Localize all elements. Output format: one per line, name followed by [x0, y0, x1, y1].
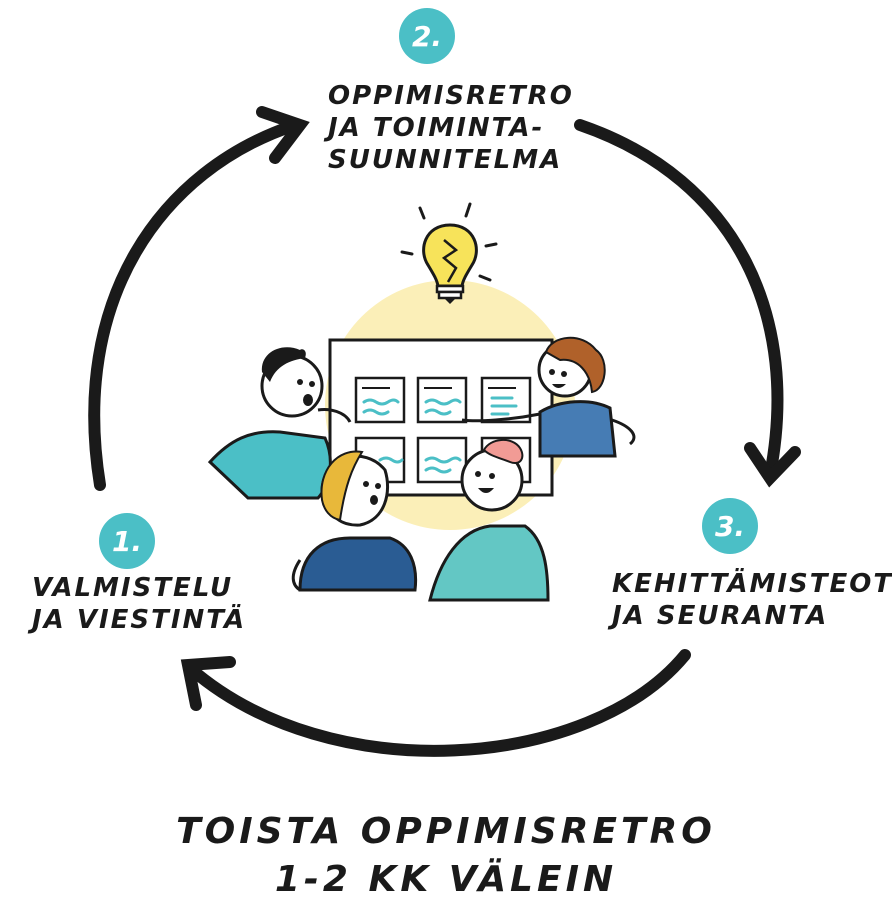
step-1-number: 1. — [111, 524, 143, 558]
step-3-badge: 3. — [702, 498, 758, 554]
step-1-label: VALMISTELU JA VIESTINTÄ — [32, 572, 246, 636]
cycle-arrow-icon — [88, 106, 801, 757]
arrowhead-3 — [744, 442, 801, 488]
step-2-number: 2. — [411, 19, 443, 53]
step-2-line-3: SUUNNITELMA — [328, 145, 563, 175]
step-2-badge: 2. — [399, 8, 455, 64]
step-3-number: 3. — [714, 509, 746, 543]
step-2-line-2: JA TOIMINTA- — [328, 113, 545, 143]
repeat-note-line-1: TOISTA OPPIMISRETRO — [176, 811, 716, 852]
step-1-line-1: VALMISTELU — [32, 573, 234, 603]
arrow-1-to-2 — [88, 119, 301, 491]
person-icon — [428, 439, 550, 602]
arrow-3-to-1 — [184, 649, 691, 757]
step-2-line-1: OPPIMISRETRO — [328, 81, 574, 111]
arrow-2-to-3 — [574, 119, 784, 481]
person-icon — [461, 336, 636, 458]
person-icon — [291, 450, 418, 592]
step-3-line-2: JA SEURANTA — [612, 601, 829, 631]
step-1-badge: 1. — [99, 513, 155, 569]
lightbulb-icon — [400, 202, 498, 304]
repeat-note-line-2: 1-2 KK VÄLEIN — [274, 859, 618, 900]
step-3-line-1: KEHITTÄMISTEOT — [612, 569, 892, 599]
person-icon — [207, 347, 352, 500]
step-1-line-2: JA VIESTINTÄ — [32, 605, 247, 635]
step-3-label: KEHITTÄMISTEOT JA SEURANTA — [612, 568, 892, 632]
repeat-note: TOISTA OPPIMISRETRO 1-2 KK VÄLEIN — [0, 808, 892, 904]
arrowhead-1 — [180, 656, 236, 711]
arrowhead-2 — [256, 106, 310, 164]
step-2-label: OPPIMISRETRO JA TOIMINTA- SUUNNITELMA — [328, 80, 574, 176]
